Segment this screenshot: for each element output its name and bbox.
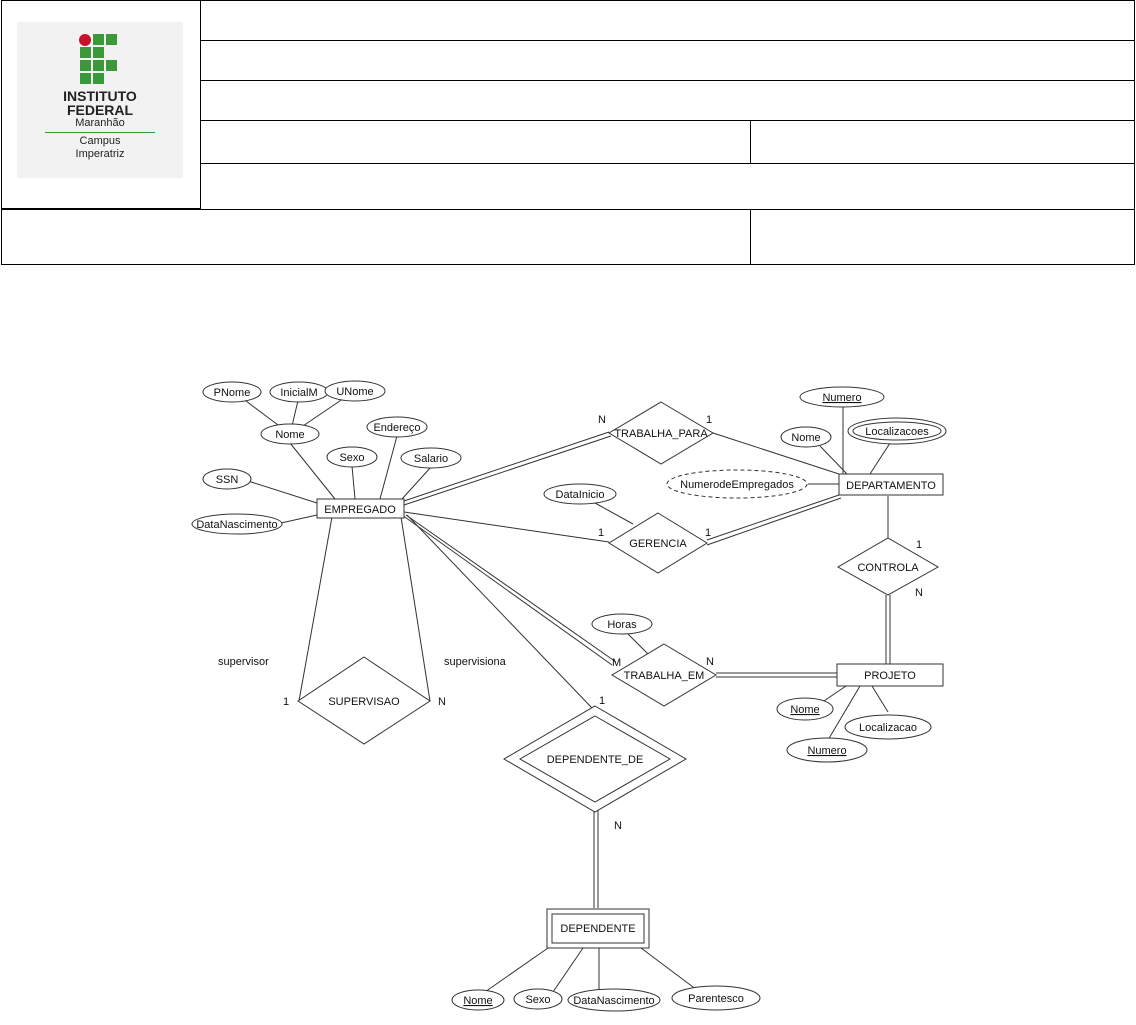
label-trabalha-em: TRABALHA_EM: [624, 670, 705, 682]
rel-controla: [836, 537, 940, 596]
label-dependente: DEPENDENTE: [560, 923, 635, 935]
attr-parentesco: [671, 985, 761, 1011]
label-nome-dependente: Nome: [463, 995, 492, 1007]
card-dependente-de-dependente: N: [614, 820, 622, 832]
logo-text-maranhao: Maranhão: [75, 117, 125, 129]
logo-text-instituto: INSTITUTO: [63, 88, 137, 104]
header-row-5: [200, 163, 1135, 210]
connection-lines: [233, 391, 893, 995]
label-nome-projeto: Nome: [790, 704, 819, 716]
card-gerencia-empregado: 1: [598, 527, 604, 539]
header-row-3: [200, 80, 1135, 121]
header-row-6-right: [750, 209, 1135, 265]
label-numero-projeto: Numero: [807, 745, 846, 757]
rel-trabalha-em: [611, 643, 717, 707]
header-table: [1, 0, 1135, 265]
logo-red-dot: [79, 34, 91, 46]
attr-pnome: [202, 381, 262, 403]
label-supervisao: SUPERVISAO: [328, 696, 400, 708]
card-supervisao-supervisor: 1: [283, 696, 289, 708]
header-row-6-left: [1, 209, 751, 265]
label-pnome: PNome: [214, 387, 251, 399]
label-numerodeempregados: NumerodeEmpregados: [680, 479, 794, 491]
attr-endereco: [366, 416, 428, 438]
label-dependente-de: DEPENDENTE_DE: [547, 754, 644, 766]
label-ssn: SSN: [216, 474, 239, 486]
label-nome-empregado: Nome: [275, 429, 304, 441]
attr-nome-departamento: [780, 426, 832, 448]
card-controla-projeto: N: [915, 587, 923, 599]
label-datanascimento-dependente: DataNascimento: [573, 995, 654, 1007]
label-numero-departamento: Numero: [822, 392, 861, 404]
rel-dependente-de-inner: [518, 715, 672, 803]
attr-numero-projeto: [786, 737, 868, 763]
attr-numerodeempregados: [666, 469, 808, 499]
label-inicialm: InicialM: [280, 387, 317, 399]
label-role-supervisiona: supervisiona: [444, 656, 507, 668]
header-row-1: [200, 0, 1135, 41]
label-datainicio: DataInicio: [556, 489, 605, 501]
attr-datanascimento-dependente: [567, 988, 661, 1012]
rel-supervisao: [297, 656, 431, 745]
card-dependente-de-empregado: 1: [599, 695, 605, 707]
label-trabalha-para: TRABALHA_PARA: [614, 428, 708, 440]
card-trabalha-para-empregado: N: [598, 414, 606, 426]
logo-text-imperatriz: Imperatriz: [75, 148, 125, 160]
card-trabalha-para-departamento: 1: [706, 414, 712, 426]
label-controla: CONTROLA: [857, 562, 919, 574]
header-row-4-right: [750, 120, 1135, 164]
attr-sexo-dependente: [513, 988, 563, 1010]
label-gerencia: GERENCIA: [629, 538, 687, 550]
attr-numero-departamento: [799, 386, 885, 408]
institution-logo: INSTITUTO FEDERAL Maranhão Campus Impera…: [17, 22, 183, 178]
attr-nome-dependente: [451, 989, 505, 1011]
rel-gerencia: [608, 512, 708, 574]
attr-localizacao: [844, 714, 932, 740]
card-gerencia-departamento: 1: [705, 527, 711, 539]
label-sexo-dependente: Sexo: [525, 994, 550, 1006]
label-role-supervisor: supervisor: [218, 656, 269, 668]
logo-text-campus: Campus: [79, 135, 121, 147]
attr-salario: [400, 447, 462, 469]
attr-nome-empregado: [260, 423, 320, 445]
card-trabalha-em-projeto: N: [706, 656, 714, 668]
label-horas: Horas: [607, 619, 637, 631]
card-trabalha-em-empregado: M: [612, 657, 621, 669]
logo-text-federal: FEDERAL: [66, 102, 134, 118]
label-projeto: PROJETO: [864, 670, 916, 682]
label-parentesco: Parentesco: [688, 993, 744, 1005]
entity-empregado: [316, 498, 405, 519]
attr-horas: [591, 613, 653, 635]
label-datanascimento-empregado: DataNascimento: [196, 519, 277, 531]
attr-nome-projeto: [776, 697, 834, 721]
attr-ssn: [202, 468, 252, 490]
label-endereco: Endereço: [373, 422, 420, 434]
label-unome: UNome: [336, 386, 373, 398]
label-sexo-empregado: Sexo: [339, 452, 364, 464]
entity-dependente-inner: [551, 913, 645, 944]
attr-datainicio: [543, 483, 617, 505]
label-nome-departamento: Nome: [791, 432, 820, 444]
entity-projeto: [836, 663, 944, 687]
attr-datanascimento-empregado: [191, 513, 283, 535]
rel-trabalha-para: [608, 401, 714, 465]
card-supervisao-supervisiona: N: [438, 696, 446, 708]
attr-sexo-empregado: [326, 446, 378, 468]
label-localizacoes: Localizacoes: [865, 426, 929, 438]
label-empregado: EMPREGADO: [324, 504, 396, 516]
card-controla-departamento: 1: [916, 539, 922, 551]
label-salario: Salario: [414, 453, 448, 465]
logo-mark-icon: [79, 34, 117, 84]
label-departamento: DEPARTAMENTO: [846, 480, 936, 492]
entity-departamento: [838, 473, 944, 496]
attr-unome: [324, 380, 386, 402]
attr-localizacoes-inner: [852, 421, 942, 441]
logo-divider: [45, 132, 155, 133]
label-localizacao: Localizacao: [859, 722, 917, 734]
